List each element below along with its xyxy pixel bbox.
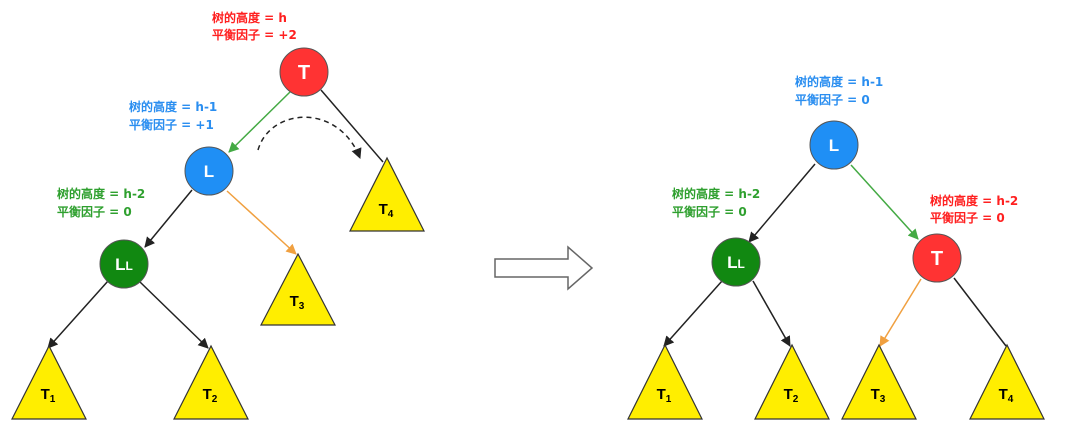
annotation-t-balance: 平衡因子 = 0: [930, 210, 1005, 225]
edge-l-to-ll: [748, 163, 816, 243]
edge-t-to-t4: [320, 89, 384, 163]
svg-text:T: T: [931, 248, 943, 270]
node-t: T: [912, 233, 962, 283]
annotation-ll-balance: 平衡因子 = 0: [672, 204, 747, 219]
edge-ll-to-t1: [47, 280, 109, 349]
annotation-t-height: 树的高度 = h: [212, 10, 287, 25]
rotation-curved-arrow: [257, 116, 362, 159]
edge-l-to-t3: [226, 190, 297, 255]
annotation-ll-height: 树的高度 = h-2: [672, 186, 760, 201]
svg-text:LL: LL: [115, 255, 133, 274]
edge-l-to-ll: [144, 189, 193, 248]
annotation-l-balance: 平衡因子 = +1: [129, 117, 214, 132]
svg-text:LL: LL: [727, 253, 745, 272]
edge-t-to-t3: [879, 278, 922, 347]
annotation-ll-height: 树的高度 = h-2: [57, 186, 145, 201]
annotation-t-height: 树的高度 = h-2: [930, 193, 1018, 208]
subtree-t3: T3: [841, 343, 917, 420]
svg-text:T3: T3: [290, 293, 305, 312]
annotation-ll-balance: 平衡因子 = 0: [57, 204, 132, 219]
annotation-l-height: 树的高度 = h-1: [795, 74, 883, 89]
svg-text:T3: T3: [871, 386, 886, 405]
edge-l-to-t: [850, 164, 919, 240]
svg-text:T1: T1: [657, 386, 672, 405]
edge-t-to-t4: [953, 277, 1007, 347]
svg-text:T4: T4: [379, 201, 394, 220]
svg-text:L: L: [829, 136, 839, 155]
node-l: L: [809, 120, 859, 170]
svg-text:T2: T2: [784, 386, 799, 405]
subtree-t4: T4: [969, 343, 1045, 420]
node-ll: LL: [711, 237, 761, 287]
edge-t-to-l: [228, 91, 291, 153]
right-tree: 树的高度 = h-1 平衡因子 = 0 树的高度 = h-2 平衡因子 = 0 …: [627, 74, 1045, 420]
subtree-t4: T4: [349, 156, 425, 232]
node-ll: LL: [99, 239, 149, 289]
subtree-t3: T3: [260, 252, 336, 326]
node-t: T: [279, 47, 329, 97]
svg-text:L: L: [204, 162, 214, 181]
subtree-t1: T1: [627, 343, 703, 420]
subtree-t1: T1: [11, 344, 87, 420]
annotation-l-height: 树的高度 = h-1: [129, 99, 217, 114]
annotation-l-balance: 平衡因子 = 0: [795, 92, 870, 107]
edge-ll-to-t2: [752, 280, 791, 347]
node-l: L: [184, 146, 234, 196]
left-tree: 树的高度 = h 平衡因子 = +2 树的高度 = h-1 平衡因子 = +1 …: [11, 10, 425, 420]
svg-text:T4: T4: [999, 386, 1014, 405]
edge-ll-to-t1: [663, 280, 723, 347]
annotation-t-balance: 平衡因子 = +2: [212, 27, 297, 42]
subtree-t2: T2: [173, 344, 249, 420]
svg-text:T: T: [298, 62, 310, 84]
transform-arrow: [494, 245, 594, 291]
svg-text:T2: T2: [203, 386, 218, 405]
subtree-t2: T2: [754, 343, 830, 420]
svg-text:T1: T1: [41, 386, 56, 405]
edge-ll-to-t2: [139, 281, 209, 349]
